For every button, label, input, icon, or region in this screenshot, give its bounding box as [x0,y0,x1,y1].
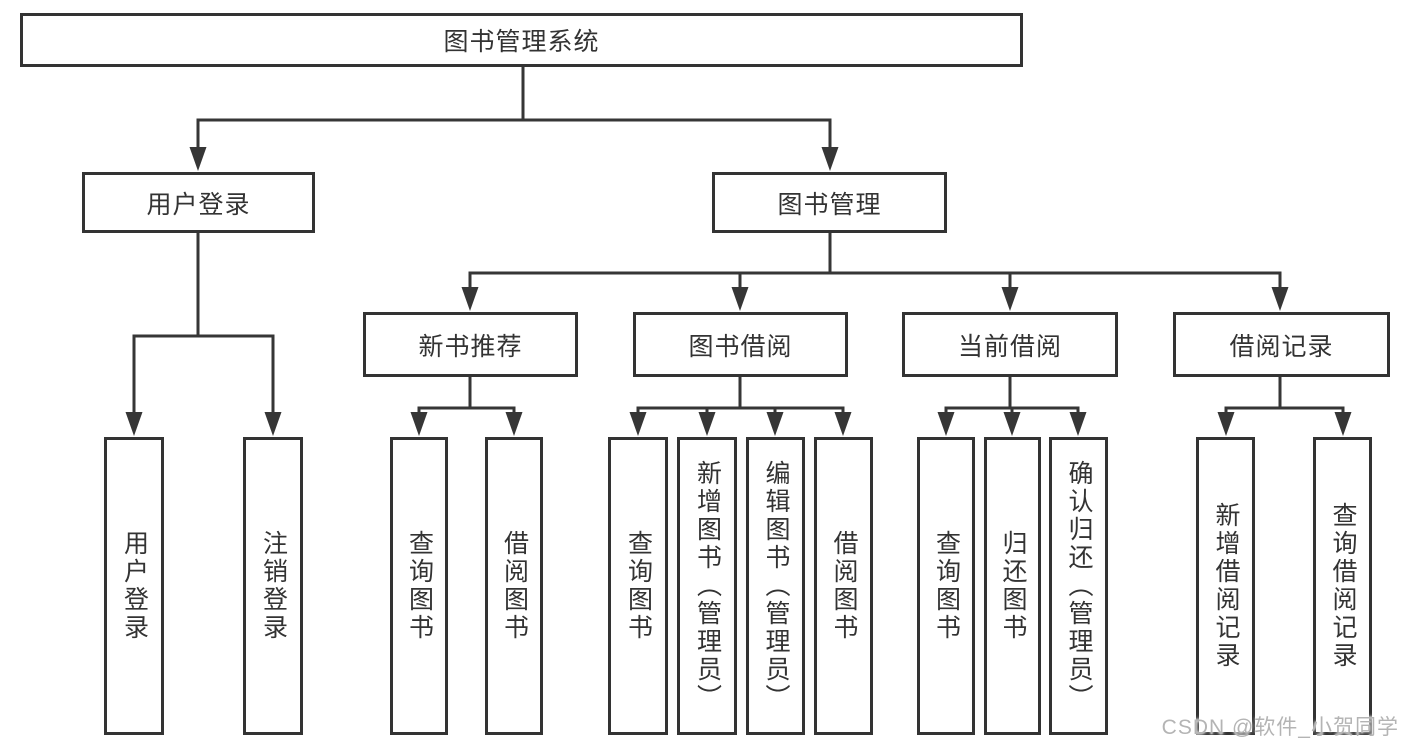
connector-new-book-rec-children [410,377,523,436]
node-label: 查询借阅记录 [1329,502,1357,670]
node-label: 用户登录 [120,530,149,642]
node-label: 图书借阅 [688,332,793,361]
node-label: 查询图书 [932,530,961,642]
arrowhead-icon [1217,412,1235,436]
arrowhead-icon [731,287,749,311]
connector-user-login-children [125,233,282,436]
leaf-edit-books-admin: 编辑图书（管理员） [746,437,805,735]
arrowhead-icon [834,412,852,436]
arrowhead-icon [264,412,282,436]
arrowhead-icon [1271,287,1289,311]
arrowhead-icon [629,412,647,436]
node-book-borrow: 图书借阅 [633,312,848,377]
arrowhead-icon [1003,412,1021,436]
node-label: 新增图书（管理员） [693,460,722,712]
arrowhead-icon [698,412,716,436]
arrowhead-icon [189,147,207,171]
node-label: 确认归还（管理员） [1065,460,1093,712]
node-label: 借阅记录 [1229,332,1334,361]
node-new-book-rec: 新书推荐 [363,312,578,377]
node-user-login: 用户登录 [82,172,315,233]
node-label: 当前借阅 [957,332,1062,361]
node-label: 借阅图书 [500,530,529,642]
node-label: 编辑图书（管理员） [762,460,790,712]
arrowhead-icon [1334,412,1352,436]
arrowhead-icon [1001,287,1019,311]
leaf-query-books-rec: 查询图书 [390,437,448,735]
connector-borrow-records-children [1217,377,1352,436]
arrowhead-icon [821,147,839,171]
arrowhead-icon [410,412,428,436]
leaf-borrow-books-borrow: 借阅图书 [814,437,873,735]
leaf-return-books: 归还图书 [984,437,1041,735]
node-label: 注销登录 [259,530,288,642]
watermark: CSDN @软件_小贺同学 [1161,716,1399,739]
connector-root-to-level2 [189,66,839,171]
node-label: 图书管理 [777,190,882,219]
node-borrow-records: 借阅记录 [1173,312,1390,377]
node-label: 新书推荐 [418,332,523,361]
node-label: 新增借阅记录 [1212,502,1240,670]
arrowhead-icon [505,412,523,436]
node-label: 借阅图书 [830,530,858,642]
arrowhead-icon [125,412,143,436]
node-label: 用户登录 [146,190,251,219]
node-book-mgmt: 图书管理 [712,172,947,233]
node-label: 查询图书 [405,530,434,642]
connector-book-mgmt-children [461,233,1289,311]
leaf-logout: 注销登录 [243,437,303,735]
node-current-borrow: 当前借阅 [902,312,1118,377]
leaf-add-borrow-record: 新增借阅记录 [1196,437,1255,735]
node-label: 归还图书 [999,530,1027,642]
arrowhead-icon [1069,412,1087,436]
leaf-query-books-borrow: 查询图书 [608,437,668,735]
leaf-confirm-return-admin: 确认归还（管理员） [1049,437,1108,735]
connector-book-borrow-children [629,377,852,436]
node-label: 查询图书 [624,530,653,642]
leaf-borrow-books-rec: 借阅图书 [485,437,543,735]
leaf-query-borrow-record: 查询借阅记录 [1313,437,1372,735]
leaf-add-books-admin: 新增图书（管理员） [677,437,737,735]
node-label: 图书管理系统 [443,28,600,56]
arrowhead-icon [461,287,479,311]
connector-current-borrow-children [937,377,1087,436]
leaf-user-login: 用户登录 [104,437,164,735]
arrowhead-icon [937,412,955,436]
arrowhead-icon [766,412,784,436]
leaf-query-books-current: 查询图书 [917,437,975,735]
node-root: 图书管理系统 [20,13,1023,67]
